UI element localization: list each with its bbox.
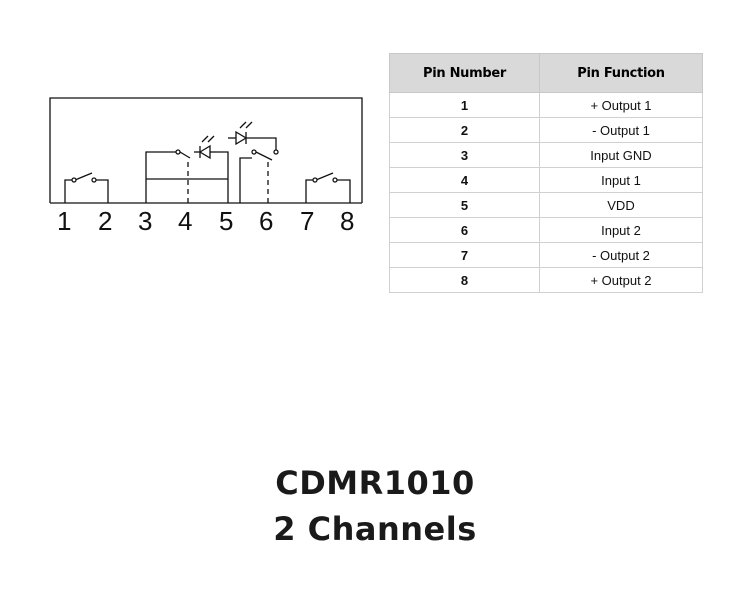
pin-function-table: Pin Number Pin Function 1 + Output 1 2 -… <box>389 53 703 293</box>
pin-number-cell: 7 <box>389 242 540 268</box>
pin-function-cell: + Output 2 <box>539 267 703 293</box>
table-row: 8 + Output 2 <box>389 267 703 293</box>
pin-label-4: 4 <box>178 206 192 236</box>
header-pin-function: Pin Function <box>539 53 703 93</box>
pin-function-cell: + Output 1 <box>539 92 703 118</box>
pin-function-cell: VDD <box>539 192 703 218</box>
pin-label-3: 3 <box>138 206 152 236</box>
table-row: 1 + Output 1 <box>389 92 703 118</box>
table-header-row: Pin Number Pin Function <box>389 53 703 93</box>
pin-function-cell: Input 1 <box>539 167 703 193</box>
pin-number-cell: 4 <box>389 167 540 193</box>
table-row: 3 Input GND <box>389 142 703 168</box>
pin-number-cell: 1 <box>389 92 540 118</box>
input-circuit <box>145 121 279 203</box>
header-pin-number: Pin Number <box>389 53 540 93</box>
pin-label-1: 1 <box>57 206 71 236</box>
table-row: 5 VDD <box>389 192 703 218</box>
pinout-diagram: 1 2 3 4 5 6 7 8 <box>49 97 363 236</box>
pin-labels: 1 2 3 4 5 6 7 8 <box>57 206 354 236</box>
pin-label-5: 5 <box>219 206 233 236</box>
pin-function-cell: - Output 2 <box>539 242 703 268</box>
table-row: 6 Input 2 <box>389 217 703 243</box>
model-title: CDMR1010 <box>275 464 475 502</box>
pin-number-cell: 2 <box>389 117 540 143</box>
pin-function-cell: Input GND <box>539 142 703 168</box>
table-row: 7 - Output 2 <box>389 242 703 268</box>
pin-label-6: 6 <box>259 206 273 236</box>
pin-function-cell: Input 2 <box>539 217 703 243</box>
output-switch-2 <box>305 172 351 203</box>
pin-number-cell: 6 <box>389 217 540 243</box>
pin-label-2: 2 <box>98 206 112 236</box>
pin-number-cell: 8 <box>389 267 540 293</box>
table-row: 4 Input 1 <box>389 167 703 193</box>
pin-number-cell: 5 <box>389 192 540 218</box>
output-switch-1 <box>64 172 109 203</box>
pin-number-cell: 3 <box>389 142 540 168</box>
table-row: 2 - Output 1 <box>389 117 703 143</box>
package-outline <box>49 97 363 203</box>
pin-label-7: 7 <box>300 206 314 236</box>
pin-label-8: 8 <box>340 206 354 236</box>
channel-count: 2 Channels <box>273 510 477 548</box>
pin-function-cell: - Output 1 <box>539 117 703 143</box>
